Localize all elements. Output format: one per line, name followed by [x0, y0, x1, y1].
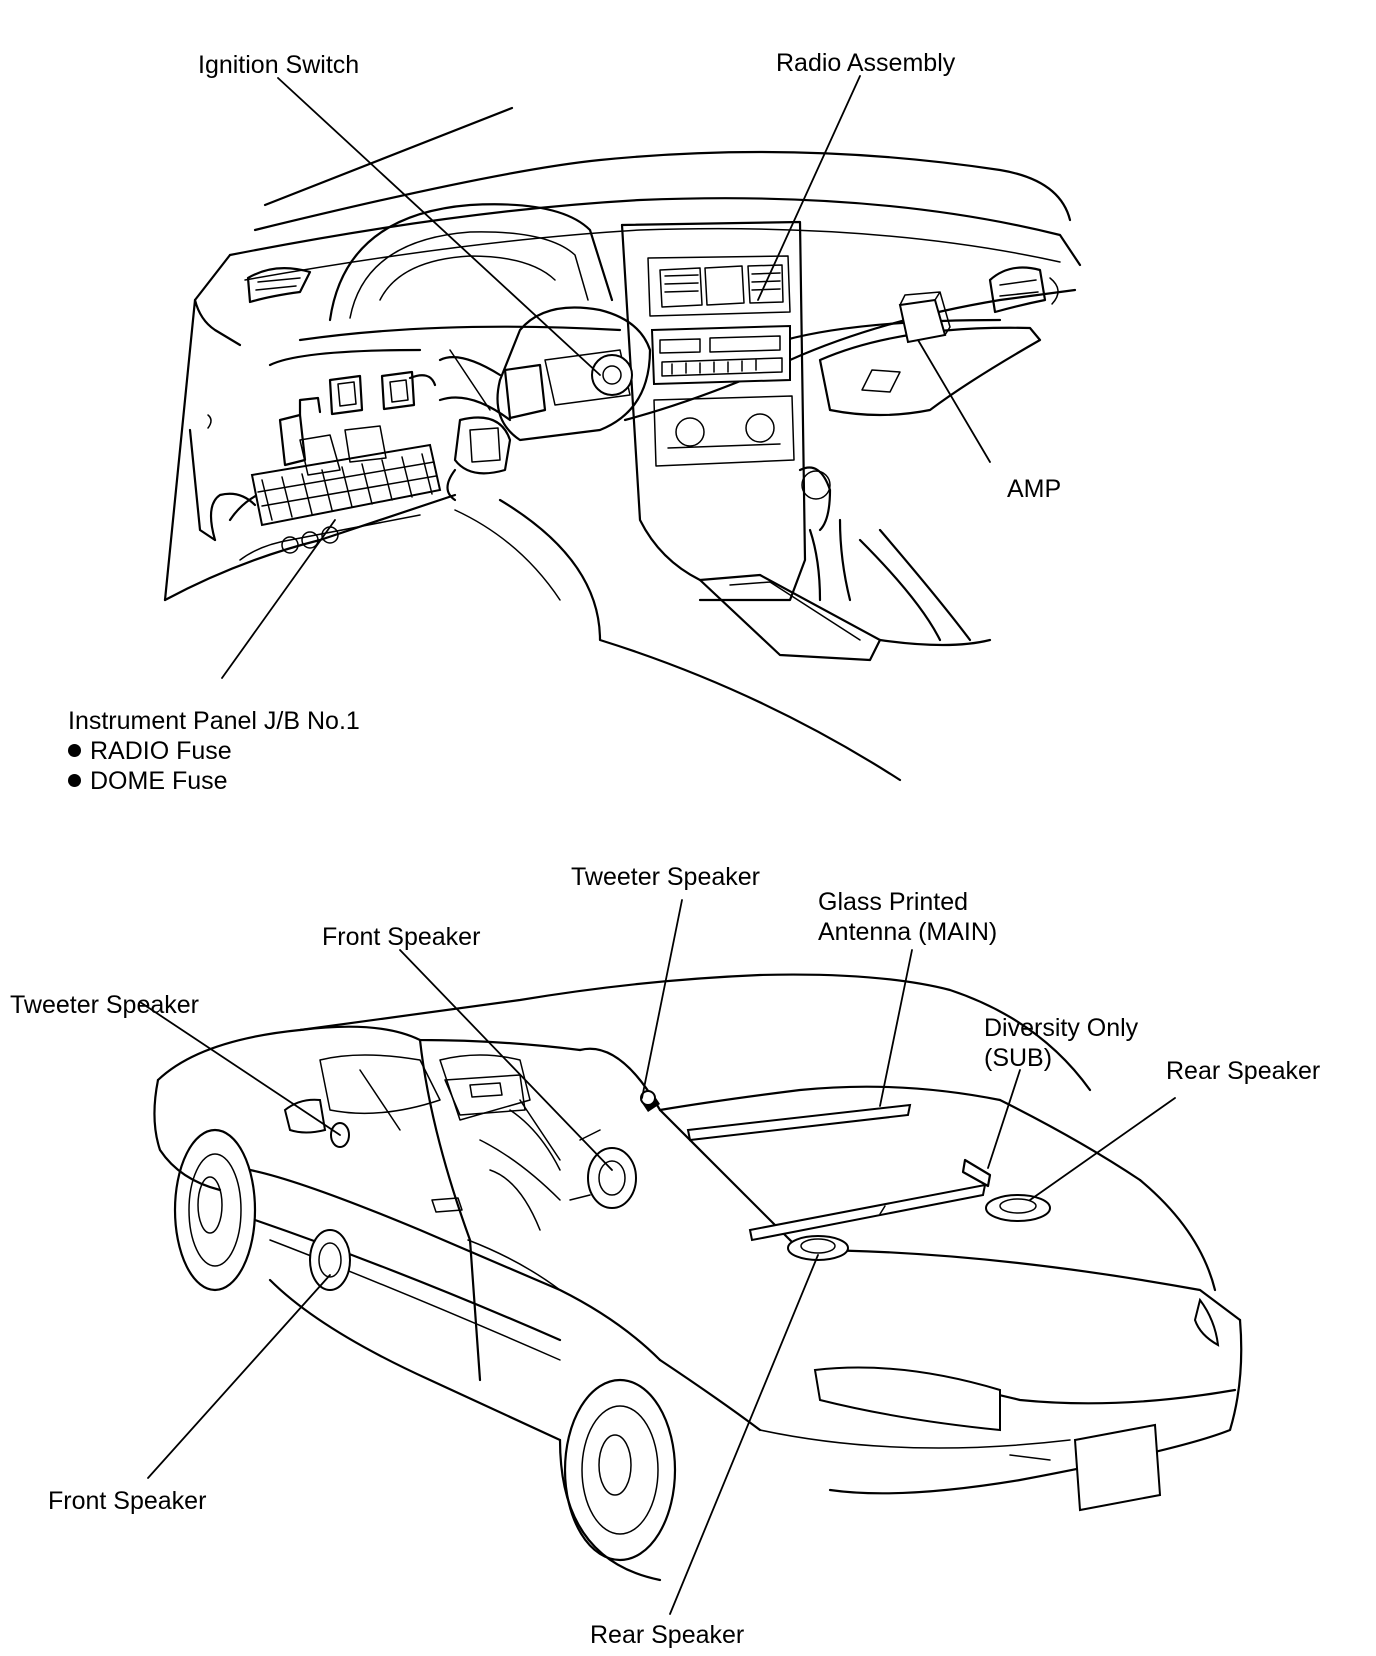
dashboard-drawing: [163, 106, 1082, 782]
label-tweeter-speaker-right: Tweeter Speaker: [571, 863, 760, 891]
label-dome-fuse: DOME Fuse: [68, 766, 360, 796]
label-front-speaker-upper: Front Speaker: [322, 923, 481, 951]
label-radio-fuse: RADIO Fuse: [68, 736, 360, 766]
label-diversity-line1: Diversity Only: [984, 1014, 1139, 1042]
label-glass-antenna-line1: Glass Printed: [818, 888, 969, 916]
label-junction-block: Instrument Panel J/B No.1: [68, 707, 360, 735]
label-front-speaker-lower: Front Speaker: [48, 1487, 207, 1515]
label-glass-antenna-line2: Antenna (MAIN): [818, 918, 998, 946]
label-rear-speaker-right: Rear Speaker: [1166, 1057, 1321, 1085]
label-amp: AMP: [1007, 475, 1062, 503]
label-ignition-switch: Ignition Switch: [198, 51, 360, 79]
car-drawing: [153, 973, 1243, 1582]
label-glass-antenna-group: Glass Printed Antenna (MAIN): [818, 887, 997, 947]
label-diversity-line2: (SUB): [984, 1044, 1053, 1072]
dashboard-leader-lines: [221, 75, 991, 679]
label-junction-block-group: Instrument Panel J/B No.1 RADIO Fuse DOM…: [68, 706, 360, 796]
car-leader-lines: [139, 899, 1176, 1615]
label-rear-speaker-bottom: Rear Speaker: [590, 1621, 745, 1649]
label-radio-assembly: Radio Assembly: [776, 49, 956, 77]
label-tweeter-speaker-left: Tweeter Speaker: [10, 991, 199, 1019]
label-diversity-group: Diversity Only (SUB): [984, 1013, 1138, 1073]
